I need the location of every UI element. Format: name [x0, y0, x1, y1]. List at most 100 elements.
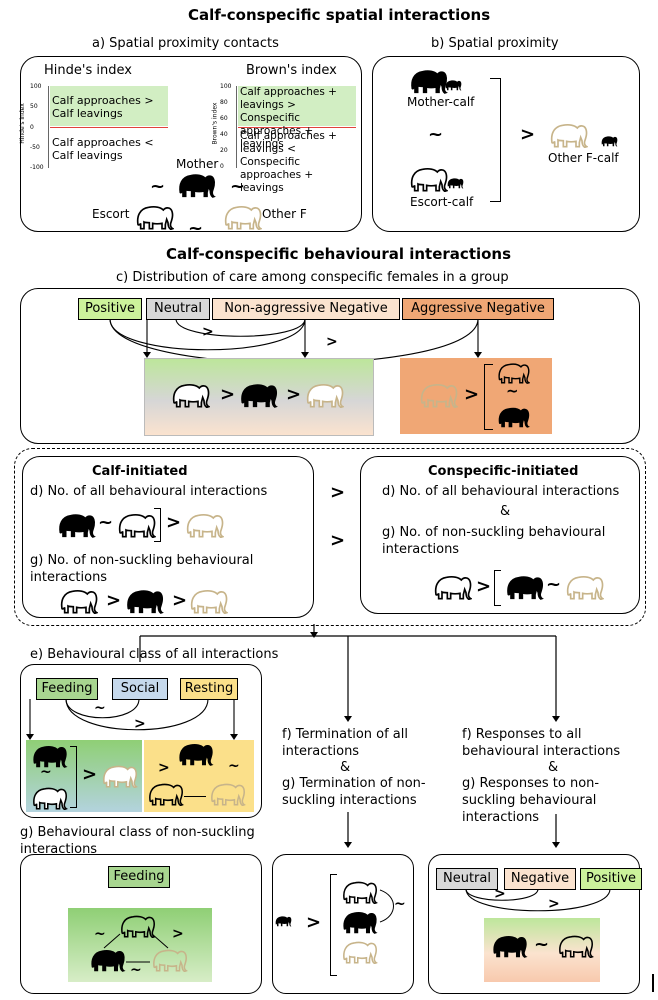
- bracket: [154, 508, 161, 542]
- bracket: [70, 746, 77, 808]
- termination-amp: &: [340, 760, 351, 775]
- hinde-tick: 0: [30, 124, 34, 131]
- brown-bottom-text: Calf approaches + leavings < Conspecific…: [240, 130, 337, 194]
- panel-a-box: [20, 56, 362, 232]
- brown-tick: 60: [220, 115, 228, 122]
- responses-text-2: g) Responses to non-suckling behavioural…: [462, 776, 600, 825]
- sim-symbol: ~: [394, 896, 406, 912]
- responses-amp: &: [548, 760, 559, 775]
- feeding-gradient-panel: [68, 908, 212, 982]
- brown-tick: 20: [220, 147, 228, 154]
- hinde-tick: -100: [30, 164, 44, 171]
- brown-positive-zone: [238, 86, 356, 126]
- tag-positive: Positive: [78, 298, 142, 320]
- mother-calf-label: Mother-calf: [407, 95, 475, 109]
- hinde-zero-line: [50, 127, 168, 129]
- brown-top-text: Calf approaches + leavings > Conspecific…: [240, 86, 337, 150]
- brown-chart: Brown's index 100 80 60 40 20 0 Calf app…: [211, 83, 356, 194]
- gt-symbol: >: [326, 334, 338, 350]
- panel-g-class-title: g) Behavioural class of non-suckling int…: [20, 825, 255, 857]
- calf-g-text: g) No. of non-suckling behavioural inter…: [30, 553, 254, 585]
- otherf-label: Other F: [262, 207, 307, 221]
- bracket: [484, 364, 493, 430]
- hinde-ticks: 100 50 0 -50 -100: [30, 83, 44, 171]
- responses-text-1: f) Responses to all behavioural interact…: [462, 727, 621, 759]
- panel-e-title: e) Behavioural class of all interactions: [30, 647, 279, 662]
- sim-symbol: ~: [230, 176, 246, 197]
- sim-symbol: ~: [546, 574, 562, 595]
- consp-amp: &: [500, 504, 511, 519]
- sim-symbol: ~: [98, 512, 114, 533]
- brown-tick: 80: [220, 99, 228, 106]
- gt-symbol: >: [166, 512, 182, 533]
- escort-elephant-icon: [556, 932, 594, 958]
- bracket: [330, 874, 337, 976]
- panel-a-title: a) Spatial proximity contacts: [92, 36, 279, 51]
- consp-g-text: g) No. of non-suckling behavioural inter…: [382, 525, 606, 557]
- brown-tick: 100: [220, 83, 232, 90]
- tag-feeding: Feeding: [36, 678, 98, 700]
- brown-mid-line: [238, 127, 356, 129]
- gt-symbol: >: [134, 716, 146, 732]
- conspecific-initiated-title: Conspecific-initiated: [428, 464, 579, 479]
- hinde-axis-line: [48, 86, 49, 168]
- panel-c-title: c) Distribution of care among conspecifi…: [116, 270, 509, 285]
- sim-symbol: ~: [188, 218, 204, 239]
- hinde-tick: 50: [30, 103, 38, 110]
- bracket: [490, 78, 501, 202]
- edge-mark: [652, 974, 654, 992]
- tag-feeding: Feeding: [108, 866, 170, 888]
- mother-elephant-icon: [490, 932, 528, 958]
- resting-link-line: [184, 796, 206, 797]
- gt-symbol: >: [520, 124, 536, 145]
- sim-symbol: ~: [228, 758, 240, 774]
- termination-box: [272, 854, 414, 994]
- brown-axis-line: [236, 86, 237, 168]
- hinde-bottom-text: Calf approaches < Calf leavings: [52, 136, 154, 162]
- consp-d-text: d) No. of all behavioural interactions: [382, 484, 620, 499]
- hinde-top-text: Calf approaches > Calf leavings: [52, 94, 154, 120]
- gt-symbol: >: [82, 764, 98, 785]
- sim-symbol: ~: [534, 934, 550, 955]
- bracket: [494, 570, 501, 606]
- gt-symbol: >: [494, 886, 506, 902]
- tag-neutral: Neutral: [146, 298, 210, 320]
- tag-negative: Negative: [504, 868, 576, 890]
- sim-symbol: ~: [130, 962, 142, 978]
- panel-b-title: b) Spatial proximity: [431, 36, 559, 51]
- termination-text-1: f) Termination of all interactions: [282, 727, 408, 759]
- hinde-tick: 100: [30, 83, 42, 90]
- sim-symbol: ~: [150, 176, 166, 197]
- gt-symbol: >: [106, 590, 122, 611]
- tag-resting: Resting: [180, 678, 238, 700]
- sim-symbol: ~: [94, 700, 106, 716]
- hinde-tick: -50: [30, 144, 40, 151]
- other-calf-label: Other F-calf: [548, 151, 619, 165]
- gt-symbol: >: [202, 324, 214, 340]
- tag-social: Social: [112, 678, 168, 700]
- gt-symbol: >: [330, 482, 346, 503]
- gt-symbol: >: [172, 926, 184, 942]
- termination-text-2: g) Termination of non-suckling interacti…: [282, 776, 426, 808]
- brown-title: Brown's index: [246, 63, 337, 78]
- gt-symbol: >: [158, 760, 170, 776]
- tag-neutral: Neutral: [436, 868, 498, 890]
- mother-label: Mother: [176, 157, 219, 171]
- escort-label: Escort: [92, 207, 130, 221]
- brown-tick: 40: [220, 131, 228, 138]
- gt-symbol: >: [220, 384, 236, 405]
- brown-tick: 0: [220, 163, 224, 170]
- gt-symbol: >: [306, 912, 322, 933]
- sim-symbol: ~: [428, 124, 444, 145]
- gt-symbol: >: [476, 576, 492, 597]
- behavioural-header: Calf-conspecific behavioural interaction…: [166, 245, 512, 263]
- calf-initiated-title: Calf-initiated: [92, 464, 188, 479]
- gt-symbol: >: [172, 590, 188, 611]
- sim-symbol: ~: [40, 764, 52, 780]
- spatial-header: Calf-conspecific spatial interactions: [188, 6, 491, 24]
